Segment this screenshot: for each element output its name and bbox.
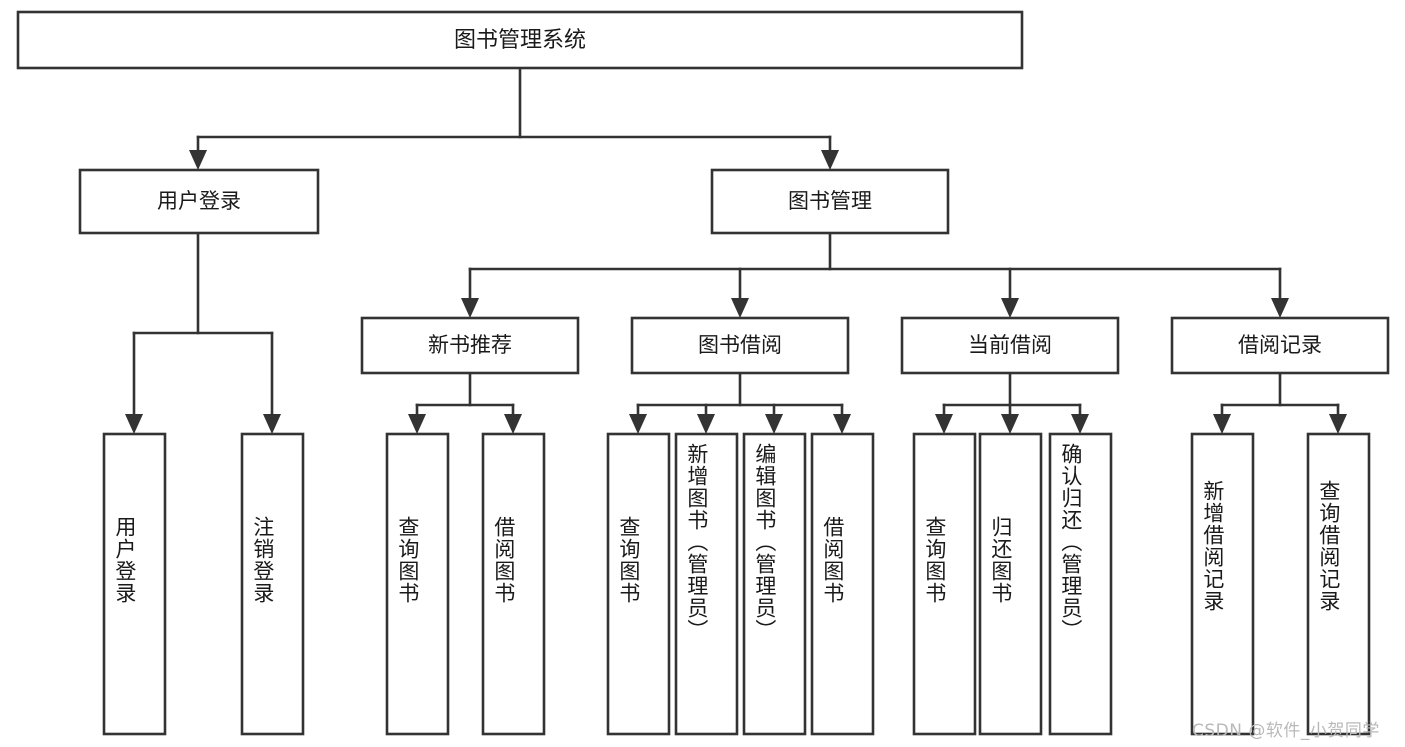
- node-records-box[interactable]: [1170, 316, 1390, 375]
- arrow-head-leaf-3: [408, 414, 426, 434]
- leaf-boxes: [102, 432, 1371, 736]
- arrow-head-leaf-13: [1329, 414, 1347, 434]
- node-login-label: 用户登录: [157, 189, 241, 213]
- arrow-head-leaf-4: [504, 414, 522, 434]
- arrow-head-leaf-11: [1071, 414, 1089, 434]
- connector-group: [125, 66, 1347, 434]
- node-leaf-13-box[interactable]: [1306, 432, 1371, 736]
- arrow-head-leaf-6: [697, 414, 715, 434]
- arrow-head-leaf-9: [935, 414, 953, 434]
- node-login[interactable]: 用户登录: [78, 168, 320, 235]
- node-records-label: 借阅记录: [1238, 333, 1322, 357]
- arrow-head-leaf-12: [1213, 414, 1231, 434]
- node-borrow-label: 图书借阅: [698, 333, 782, 357]
- node-root-label: 图书管理系统: [454, 28, 586, 53]
- node-leaf-11-box[interactable]: [1048, 432, 1113, 736]
- node-leaf-1-box[interactable]: [102, 432, 167, 736]
- node-current[interactable]: 当前借阅: [900, 316, 1120, 375]
- node-leaf-9-box[interactable]: [912, 432, 977, 736]
- node-leaf-7-box[interactable]: [742, 432, 807, 736]
- arrow-head-borrow: [731, 298, 749, 318]
- node-root-box[interactable]: [16, 10, 1024, 70]
- node-leaf-10-box[interactable]: [978, 432, 1043, 736]
- node-newbook-box[interactable]: [360, 316, 580, 375]
- node-login-box[interactable]: [78, 168, 320, 235]
- arrow-head-bookmgmt: [821, 150, 839, 170]
- node-leaf-4-box[interactable]: [481, 432, 546, 736]
- node-records[interactable]: 借阅记录: [1170, 316, 1390, 375]
- node-bookmgmt-label: 图书管理: [788, 189, 872, 213]
- arrow-head-leaf-2: [263, 414, 281, 434]
- arrow-head-leaf-7: [765, 414, 783, 434]
- node-root[interactable]: 图书管理系统: [16, 10, 1024, 70]
- node-current-label: 当前借阅: [968, 333, 1052, 357]
- node-newbook[interactable]: 新书推荐: [360, 316, 580, 375]
- arrow-head-login: [189, 150, 207, 170]
- node-leaf-2-box[interactable]: [240, 432, 305, 736]
- arrow-head-records: [1271, 298, 1289, 318]
- node-leaf-6-box[interactable]: [674, 432, 739, 736]
- node-borrow[interactable]: 图书借阅: [630, 316, 850, 375]
- node-current-box[interactable]: [900, 316, 1120, 375]
- arrow-head-newbook: [461, 298, 479, 318]
- node-newbook-label: 新书推荐: [428, 333, 512, 357]
- node-borrow-box[interactable]: [630, 316, 850, 375]
- node-leaf-5-box[interactable]: [606, 432, 671, 736]
- arrow-head-leaf-8: [833, 414, 851, 434]
- node-leaf-3-box[interactable]: [385, 432, 450, 736]
- node-leaf-8-box[interactable]: [810, 432, 875, 736]
- arrow-head-leaf-1: [125, 414, 143, 434]
- watermark-text: CSDN @软件_小贺同学: [1192, 721, 1380, 741]
- node-bookmgmt-box[interactable]: [710, 168, 950, 235]
- node-bookmgmt[interactable]: 图书管理: [710, 168, 950, 235]
- node-leaf-12-box[interactable]: [1190, 432, 1255, 736]
- arrow-head-leaf-5: [629, 414, 647, 434]
- arrow-head-leaf-10: [1001, 414, 1019, 434]
- arrow-head-current: [1001, 298, 1019, 318]
